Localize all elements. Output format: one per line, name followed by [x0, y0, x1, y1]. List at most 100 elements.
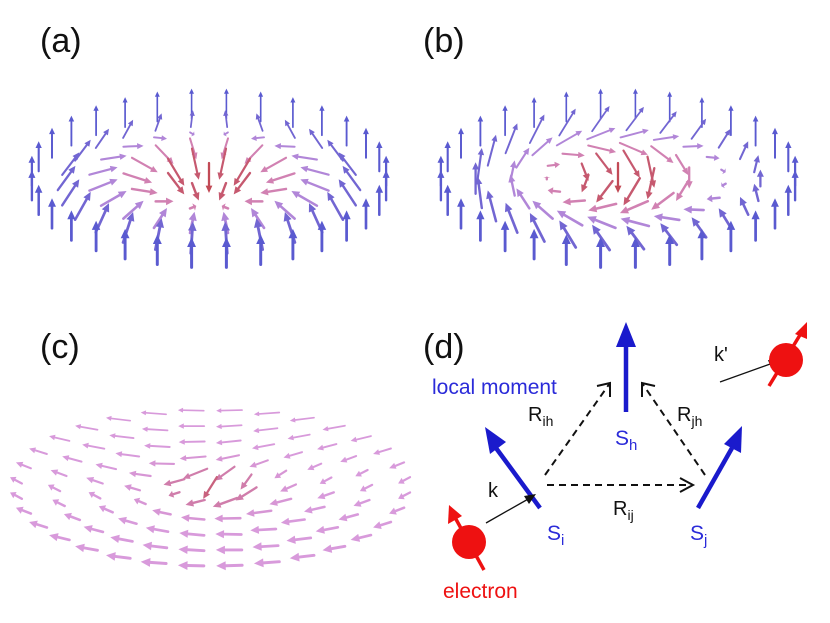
R-ih-label: Rih: [528, 404, 553, 429]
panel-c-spin-arrow-65: [304, 505, 326, 514]
panel-c-spin-arrow-78: [373, 520, 393, 529]
panel-a-spin-arrow-52: [122, 172, 153, 184]
R-ij-label: Rij: [613, 498, 634, 523]
panel-b-skyrmion-texture: [437, 88, 799, 269]
panel-a-spin-arrow-77: [48, 198, 56, 230]
panel-c-spin-arrow-33: [15, 461, 32, 470]
panel-b-spin-arrow-25: [531, 137, 553, 157]
panel-c-spin-arrow-59: [269, 497, 293, 506]
panel-b-spin-arrow-55: [721, 182, 727, 189]
panel-b-spin-arrow-95: [697, 228, 707, 261]
panel-c-spin-arrow-86: [49, 533, 71, 542]
panel-a-spin-arrow-58: [28, 170, 36, 202]
panel-b-spin-arrow-70: [562, 197, 587, 206]
panel-c-spin-arrow-32: [389, 461, 406, 469]
panel-b-spin-arrow-10: [659, 111, 677, 134]
panel-c-spin-arrow-34: [307, 462, 323, 471]
panel-c-spin-arrow-64: [353, 498, 371, 507]
panel-c-spin-arrow-77: [29, 520, 49, 529]
panel-b-spin-arrow-99: [631, 237, 640, 269]
panel-c-spin-arrow-3: [140, 410, 167, 416]
panel-c-spin-arrow-56: [88, 491, 102, 500]
panel-c-spin-arrow-54: [168, 490, 181, 498]
panel-a-spin-arrow-60: [130, 187, 158, 196]
panel-c-spin-arrow-19: [252, 443, 276, 451]
panel-c-spin-arrow-94: [178, 545, 206, 554]
panel-a-spin-arrow-76: [122, 200, 144, 220]
panel-a-spin-arrow-11: [154, 113, 163, 132]
panel-a-spin-arrow-66: [99, 191, 127, 207]
panel-c-spin-arrow-39: [183, 467, 209, 479]
panel-b-spin-arrow-56: [508, 174, 516, 197]
panel-c-spin-arrow-52: [124, 484, 142, 492]
panel-c-spin-arrow-69: [246, 509, 273, 517]
panel-c-spin-arrow-81: [250, 525, 278, 534]
moment-Sh-arrow: [616, 322, 636, 412]
electron-outgoing: [767, 322, 807, 387]
panel-a-spin-arrow-16: [223, 131, 229, 137]
panel-a-skyrmion-texture: [28, 88, 390, 269]
panel-a-label: (a): [40, 22, 82, 60]
panel-a-spin-arrow-15: [68, 115, 75, 147]
panel-a-spin-arrow-2: [258, 91, 264, 123]
panel-a-spin-arrow-7: [223, 110, 229, 128]
panel-b-spin-arrow-71: [739, 196, 750, 216]
panel-c-inplane-texture: [10, 407, 412, 571]
panel-b-spin-arrow-85: [751, 210, 760, 242]
panel-b-spin-arrow-16: [619, 128, 649, 139]
panel-c-spin-arrow-63: [52, 499, 66, 508]
panel-b-spin-arrow-75: [683, 205, 705, 214]
panel-c-spin-arrow-27: [179, 455, 207, 462]
panel-b-spin-arrow-88: [529, 213, 546, 243]
panel-a-spin-arrow-99: [222, 237, 231, 269]
local-moment-label: local moment: [432, 376, 557, 399]
panel-b-spin-arrow-91: [726, 220, 736, 253]
panel-a-spin-arrow-56: [88, 178, 118, 192]
panel-a-spin-arrow-48: [56, 165, 76, 192]
panel-a-spin-arrow-98: [152, 234, 162, 266]
panel-c-label: (c): [40, 328, 80, 366]
panel-c-spin-arrow-42: [398, 476, 412, 484]
panel-a-spin-arrow-33: [35, 141, 42, 173]
panel-c-spin-arrow-5: [106, 415, 132, 422]
panel-b-spin-arrow-23: [458, 127, 464, 159]
panel-b-spin-arrow-22: [772, 127, 778, 159]
panel-b-spin-arrow-34: [705, 154, 720, 161]
panel-b-spin-arrow-66: [516, 188, 531, 210]
panel-a-spin-arrow-18: [153, 135, 167, 141]
panel-b-spin-arrow-96: [529, 228, 539, 261]
R-ih-dashed-arrow: [544, 381, 611, 476]
panel-a-spin-arrow-21: [94, 128, 109, 149]
panel-a-spin-arrow-45: [88, 165, 118, 176]
panel-a-spin-arrow-53: [233, 171, 252, 195]
panel-a-spin-arrow-68: [34, 184, 43, 216]
panel-b-spin-arrow-19: [652, 134, 680, 141]
panel-b-spin-arrow-84: [587, 216, 617, 230]
panel-c-spin-arrow-8: [322, 424, 346, 432]
panel-c-spin-arrow-74: [181, 514, 206, 522]
panel-a-spin-arrow-86: [67, 210, 76, 242]
panel-c-spin-arrow-82: [145, 525, 170, 534]
panel-a-spin-arrow-61: [218, 181, 228, 201]
panel-a-spin-arrow-31: [154, 144, 174, 164]
panel-c-spin-arrow-44: [319, 476, 333, 485]
panel-a-spin-arrow-24: [274, 143, 296, 150]
panel-c-spin-arrow-66: [98, 505, 114, 514]
panel-b-spin-arrow-59: [676, 179, 690, 201]
panel-c-spin-arrow-79: [315, 525, 340, 534]
panel-c-spin-arrow-47: [163, 478, 186, 487]
panel-b-spin-arrow-3: [563, 91, 569, 123]
panel-a-spin-arrow-4: [290, 97, 296, 128]
panel-b-spin-arrow-51: [756, 169, 764, 188]
electron-label: electron: [443, 580, 518, 603]
panel-b-spin-arrow-81: [653, 213, 681, 222]
panel-c-spin-arrow-20: [317, 443, 338, 451]
panel-c-spin-arrow-36: [355, 468, 369, 477]
panel-b-spin-arrow-89: [660, 223, 679, 247]
panel-c-spin-arrow-16: [215, 439, 242, 446]
panel-c-spin-arrow-43: [10, 476, 24, 485]
panel-b-spin-arrow-31: [561, 151, 585, 159]
panel-a-spin-arrow-51: [342, 165, 362, 192]
panel-b-spin-arrow-24: [682, 143, 704, 150]
